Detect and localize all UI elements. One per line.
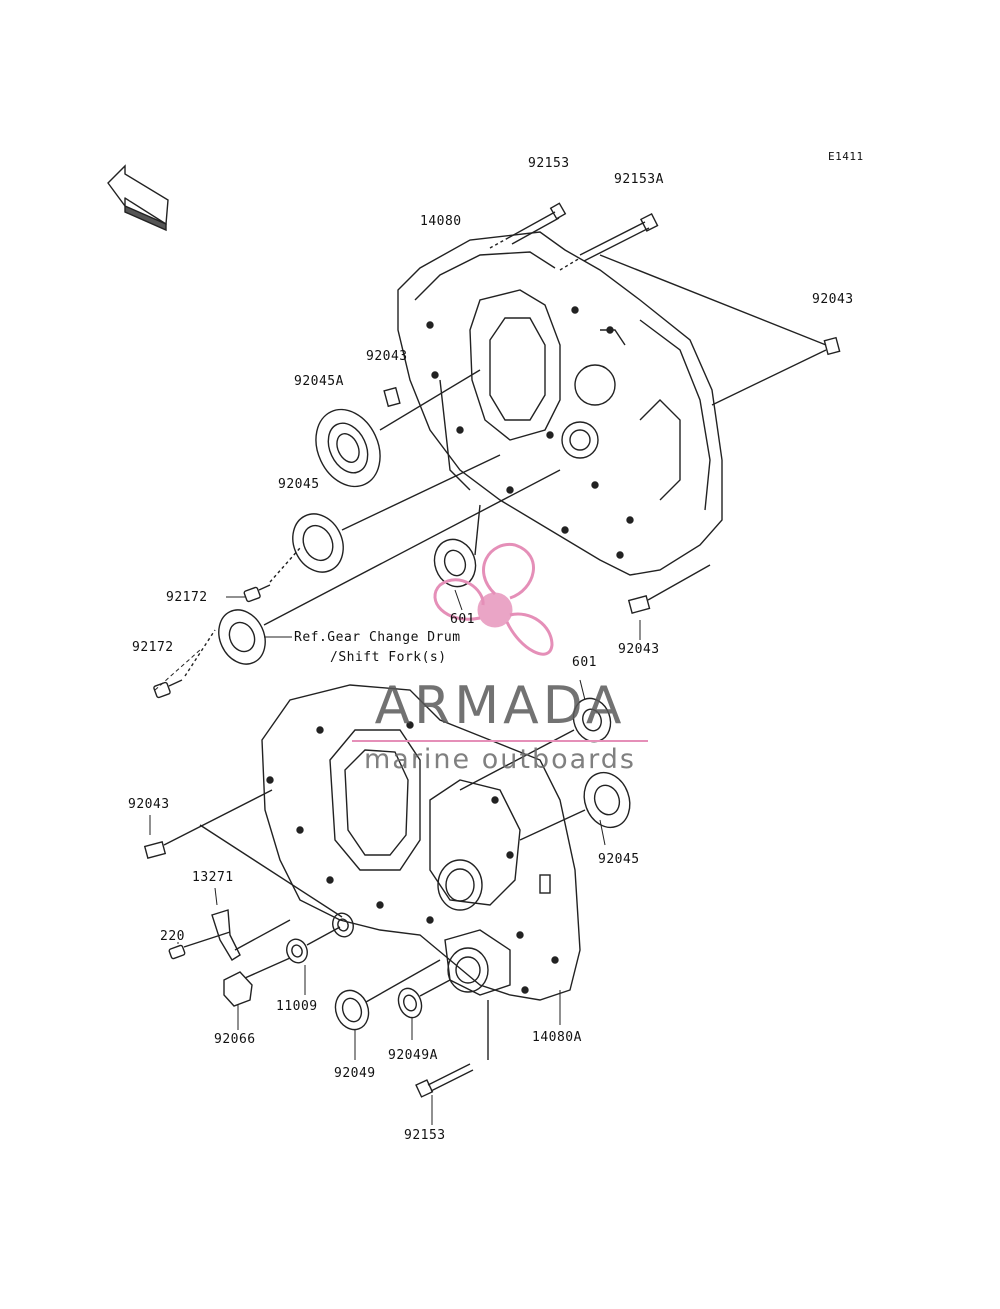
ref-note-line1: Ref.Gear Change Drum: [294, 630, 461, 645]
part-label-601-b: 601: [572, 655, 597, 670]
bearing-92045A: [315, 369, 481, 488]
part-label-92066: 92066: [214, 1032, 256, 1047]
dowel-pin-92043-mid: [383, 386, 401, 408]
part-label-92043-left: 92043: [128, 797, 170, 812]
part-label-220: 220: [160, 929, 185, 944]
part-label-92045A: 92045A: [294, 374, 344, 389]
bearing-92045-top: [292, 454, 501, 573]
front-arrow-icon: [107, 164, 169, 232]
watermark-subtitle: marine outboards: [363, 744, 636, 775]
part-label-92153-top: 92153: [528, 156, 570, 171]
part-label-92049A: 92049A: [388, 1048, 438, 1063]
part-label-11009: 11009: [276, 999, 318, 1014]
screw-220: [168, 931, 231, 960]
diagram-code: E1411: [828, 150, 864, 163]
watermark-title: ARMADA: [374, 676, 626, 736]
dowel-pin-92043-right: [599, 254, 841, 406]
part-label-92153A: 92153A: [614, 172, 664, 187]
bearing-ref-gear-drum: [218, 469, 561, 665]
part-label-13271: 13271: [192, 870, 234, 885]
bolt-92153A: [559, 212, 659, 271]
part-label-14080: 14080: [420, 214, 462, 229]
dowel-pin-92043-left: [143, 789, 343, 918]
watermark-divider: [352, 740, 648, 742]
oil-seal-92049: [334, 959, 441, 1031]
part-label-92043-right: 92043: [812, 292, 854, 307]
part-label-92172-b: 92172: [132, 640, 174, 655]
part-label-14080A: 14080A: [532, 1030, 582, 1045]
part-label-601-a: 601: [450, 612, 475, 627]
part-label-92045-low: 92045: [598, 852, 640, 867]
plate-13271: [211, 909, 291, 961]
oil-seal-92049A: [397, 979, 451, 1019]
bolt-92153-bottom: [415, 1000, 489, 1098]
seal-lower-case: [332, 912, 354, 938]
ref-note-line2: /Shift Fork(s): [330, 650, 447, 665]
bearing-92045-lower: [519, 771, 631, 841]
bearing-601-top: [433, 504, 481, 588]
drain-plug-92066: [223, 957, 291, 1007]
part-label-92043-mid: 92043: [366, 349, 408, 364]
dowel-pin-92043-low: [627, 564, 711, 614]
leader-lines: [149, 589, 641, 1125]
gasket-11009: [286, 926, 341, 964]
bolt-92172-b: [153, 629, 216, 699]
part-label-92049: 92049: [334, 1066, 376, 1081]
crankcase-upper-14080: [397, 231, 723, 576]
bolt-92153-top: [489, 202, 567, 249]
part-label-92043-low: 92043: [618, 642, 660, 657]
part-label-92045-top: 92045: [278, 477, 320, 492]
part-label-92172-a: 92172: [166, 590, 208, 605]
part-label-92153-bottom: 92153: [404, 1128, 446, 1143]
bolt-92172-a: [243, 547, 301, 603]
armada-logo-icon: [433, 543, 554, 656]
